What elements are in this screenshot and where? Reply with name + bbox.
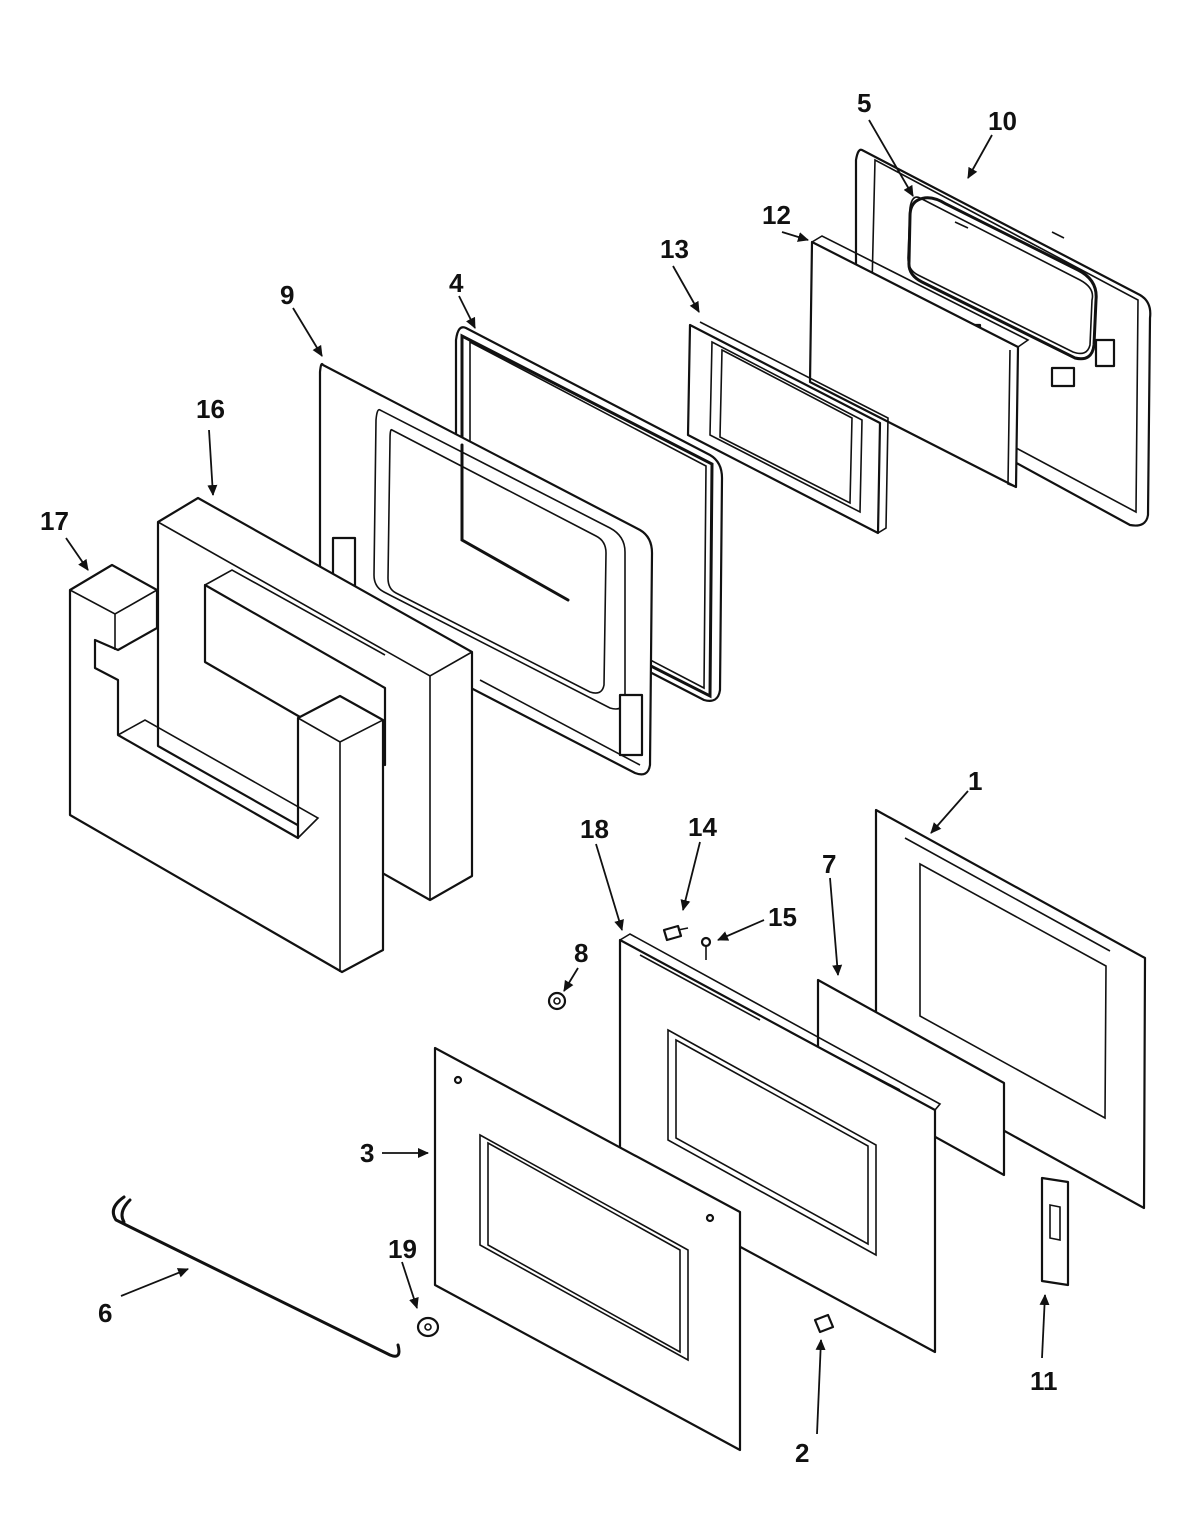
callout-7: 7	[822, 849, 836, 879]
part-17-front-insulation	[68, 563, 385, 974]
callout-9: 9	[280, 280, 294, 310]
part-13-window-pack	[686, 321, 889, 535]
part-2-clip	[813, 1313, 835, 1334]
part-15-screw	[700, 936, 712, 960]
callout-18: 18	[580, 814, 609, 844]
part-18-door-frame	[618, 933, 942, 1354]
part-14-screw	[662, 924, 689, 942]
callout-13: 13	[660, 234, 689, 264]
part-19-bumper	[416, 1316, 440, 1338]
part-9-inner-door-liner	[318, 362, 654, 776]
part-3-front-door-panel	[433, 1046, 742, 1452]
callout-10: 10	[988, 106, 1017, 136]
part-7-door-glass	[816, 978, 1006, 1177]
leader-lines	[65, 119, 1050, 1435]
callout-12: 12	[762, 200, 791, 230]
callout-15: 15	[768, 902, 797, 932]
part-5-door-gasket	[907, 196, 1098, 361]
part-6-door-handle	[111, 1195, 401, 1358]
callout-6: 6	[98, 1298, 112, 1328]
part-11-hinge-bracket	[1040, 1176, 1070, 1287]
callout-2: 2	[795, 1438, 809, 1468]
callout-labels: 1 2 3 4 5 6 7 8 9 10 11 12 13 14 15 16 1…	[40, 88, 1058, 1468]
callout-11: 11	[1030, 1366, 1058, 1396]
callout-1: 1	[968, 766, 982, 796]
callout-3: 3	[360, 1138, 374, 1168]
part-8-spacer	[547, 991, 567, 1011]
callout-5: 5	[857, 88, 871, 118]
callout-16: 16	[196, 394, 225, 424]
part-12-inner-panel	[808, 235, 1030, 489]
callout-17: 17	[40, 506, 69, 536]
part-1-outer-glass-panel	[874, 808, 1147, 1210]
callout-8: 8	[574, 938, 588, 968]
callout-4: 4	[449, 268, 464, 298]
callout-14: 14	[688, 812, 717, 842]
callout-19: 19	[388, 1234, 417, 1264]
